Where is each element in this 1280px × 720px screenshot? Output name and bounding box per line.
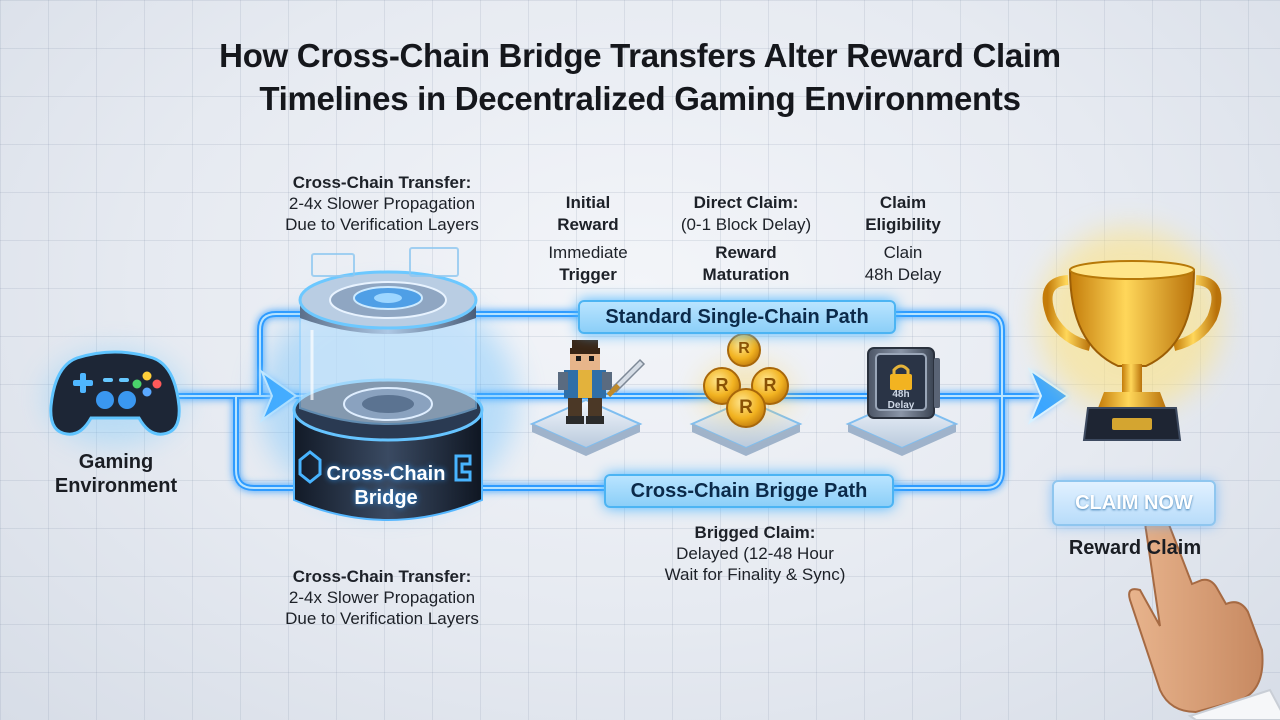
reward-claim-label: Reward Claim — [1068, 537, 1202, 559]
arrow-to-trophy — [1027, 367, 1070, 425]
bridge-path-label: Cross-Chain Brigge Path — [604, 474, 894, 508]
knight-icon — [558, 340, 646, 424]
coin-letter: R — [763, 375, 777, 395]
bridged-claim-label: Brigged Claim: Delayed (12-48 Hour Wait … — [664, 523, 846, 584]
direct-claim-label: Direct Claim: (0-1 Block Delay) Reward M… — [680, 193, 812, 284]
title-line-2: Timelines in Decentralized Gaming Enviro… — [259, 80, 1021, 117]
bridge-logo-icon — [298, 450, 322, 484]
vault-label: 48h Delay — [887, 389, 915, 411]
page-title: How Cross-Chain Bridge Transfers Alter R… — [0, 34, 1280, 120]
coin-letter: R — [715, 375, 729, 395]
standard-path-label: Standard Single-Chain Path — [578, 300, 896, 334]
transfer-note-top: Cross-Chain Transfer: 2-4x Slower Propag… — [285, 173, 479, 234]
claim-eligibility-label: Claim Eligibility Clain 48h Delay — [864, 193, 942, 284]
initial-reward-label: Initial Reward Immediate Trigger — [548, 193, 628, 284]
claim-now-button[interactable]: CLAIM NOW — [1052, 480, 1216, 526]
coin-icon — [700, 333, 792, 428]
coin-letter: R — [739, 397, 753, 418]
transfer-note-bottom: Cross-Chain Transfer: 2-4x Slower Propag… — [285, 567, 479, 628]
gear-icon — [343, 387, 433, 421]
bridge-cylinder — [258, 247, 518, 521]
lock-icon — [890, 364, 912, 390]
trophy-icon — [1038, 228, 1222, 441]
gaming-environment-label: Gaming Environment — [54, 451, 178, 497]
gamepad-icon — [45, 350, 185, 446]
vault-icon — [867, 347, 940, 419]
coin-letter: R — [738, 340, 750, 357]
pointing-hand-icon — [1128, 515, 1280, 720]
title-line-1: How Cross-Chain Bridge Transfers Alter R… — [219, 37, 1061, 74]
bridge-label: Cross-Chain Bridge — [326, 463, 446, 509]
